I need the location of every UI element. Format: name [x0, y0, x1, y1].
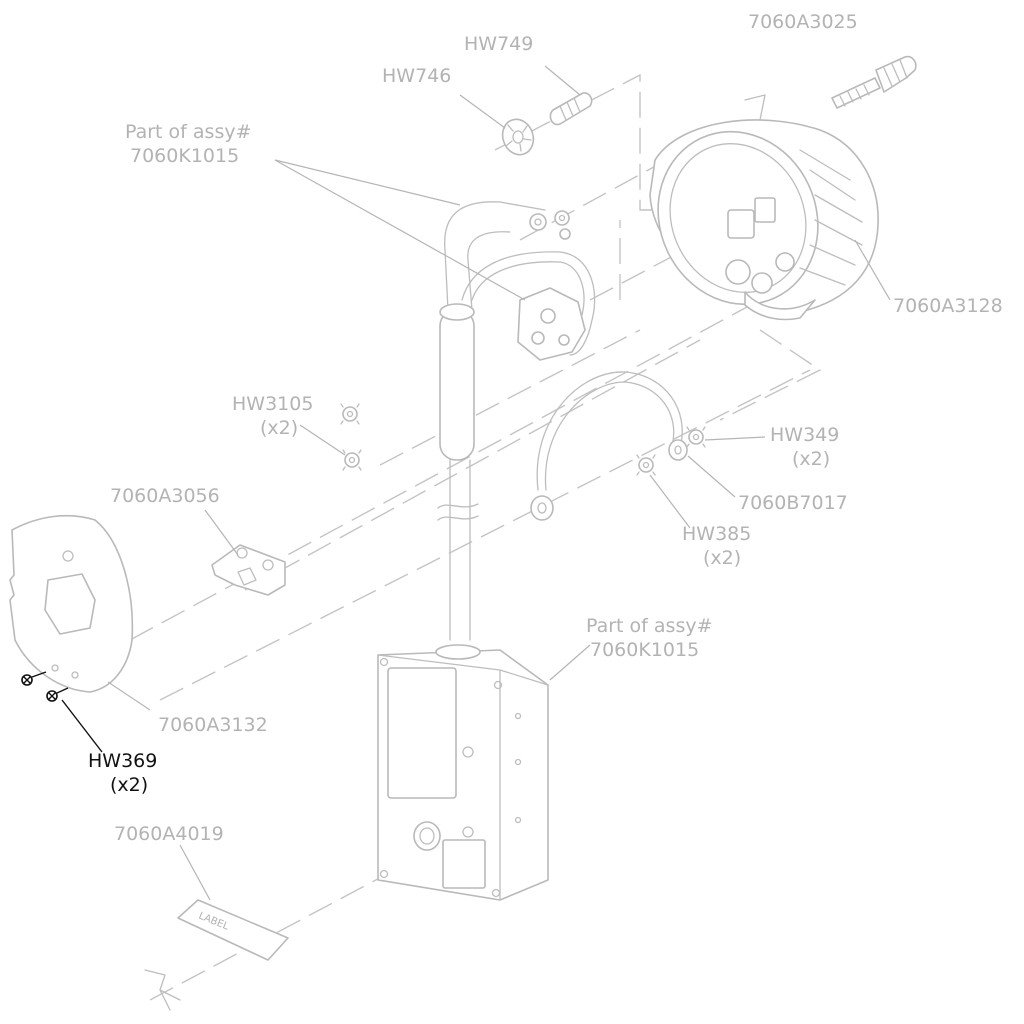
break-lines: [144, 969, 181, 1011]
label-hw3105-qty: (x2): [260, 417, 298, 439]
label-part-of-assy-box-line2: 7060K1015: [590, 639, 699, 661]
round-housing-7060a3128: [649, 94, 879, 321]
washers-hw385: [636, 454, 656, 476]
electrical-box: [377, 644, 549, 901]
spacer-hw749: [549, 92, 593, 126]
label-7060a3132: 7060A3132: [158, 714, 268, 736]
cable-assembly: [437, 201, 596, 641]
label-hw3105: HW3105: [232, 393, 313, 415]
washers-hw3105: [340, 403, 362, 471]
thumb-screw-7060a3025: [831, 55, 917, 109]
label-7060b7017: 7060B7017: [738, 492, 848, 514]
label-7060a3056: 7060A3056: [110, 485, 220, 507]
label-hw369: HW369: [88, 750, 157, 772]
label-hw385-qty: (x2): [703, 547, 741, 569]
washer-group-top: [529, 210, 571, 240]
leader-lines: [61, 65, 891, 901]
label-hw746: HW746: [382, 65, 451, 87]
label-7060a3025: 7060A3025: [748, 11, 858, 33]
label-hw385: HW385: [682, 523, 751, 545]
label-7060a4019: 7060A4019: [114, 823, 224, 845]
bracket-7060a3056: [211, 544, 286, 596]
part-labels: HW749 HW746 Part of assy# 7060K1015 7060…: [88, 11, 1003, 845]
washers-hw349: [686, 426, 706, 448]
mounting-plate-7060a3132: [9, 514, 134, 693]
label-hw369-qty: (x2): [110, 774, 148, 796]
label-hw749: HW749: [464, 33, 533, 55]
label-part-of-assy-box-line1: Part of assy#: [586, 615, 713, 637]
lock-washer-hw746: [501, 118, 535, 156]
label-hw349: HW349: [770, 424, 839, 446]
ground-wire-7060b7017: [530, 371, 688, 521]
label-hw349-qty: (x2): [792, 448, 830, 470]
label-sticker-7060a4019: LABEL: [177, 899, 289, 961]
label-part-of-assy-top-line1: Part of assy#: [125, 121, 252, 143]
label-part-of-assy-top-line2: 7060K1015: [130, 145, 239, 167]
label-7060a3128: 7060A3128: [893, 295, 1003, 317]
screws-hw369: [21, 671, 69, 702]
